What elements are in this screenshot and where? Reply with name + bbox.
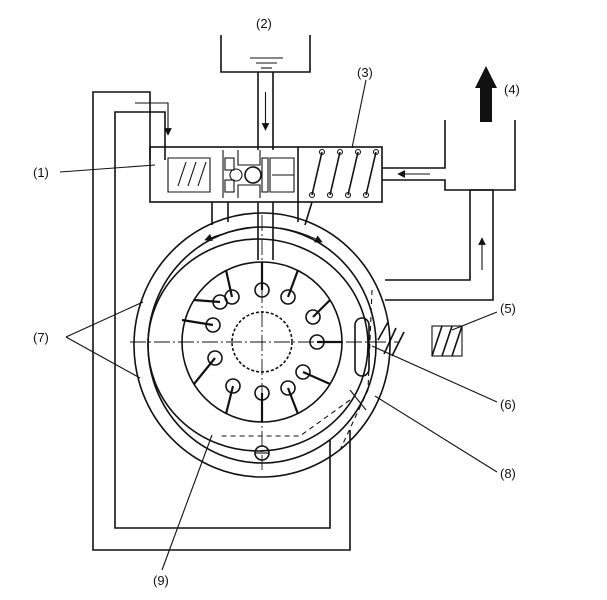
- label-3: (3): [357, 65, 373, 80]
- pump-flow-arrows: [204, 227, 323, 243]
- label-6: (6): [500, 397, 516, 412]
- reservoir-tank: [220, 35, 311, 150]
- plunger-spring: [377, 321, 463, 357]
- label-5: (5): [500, 301, 516, 316]
- outlet-pipe: [382, 120, 516, 301]
- leader-lines: [59, 79, 498, 571]
- cam-ring: [147, 238, 373, 452]
- flow-direction-arrow: [475, 66, 497, 122]
- return-line: [92, 91, 351, 551]
- label-2: (2): [256, 16, 272, 31]
- plunger: [349, 317, 370, 411]
- label-1: (1): [33, 165, 49, 180]
- label-8: (8): [500, 466, 516, 481]
- label-9: (9): [153, 573, 169, 588]
- control-valve: [149, 146, 383, 203]
- valve-spring: [308, 148, 380, 199]
- center-lines: [130, 215, 398, 470]
- label-7: (7): [33, 330, 49, 345]
- label-4: (4): [504, 82, 520, 97]
